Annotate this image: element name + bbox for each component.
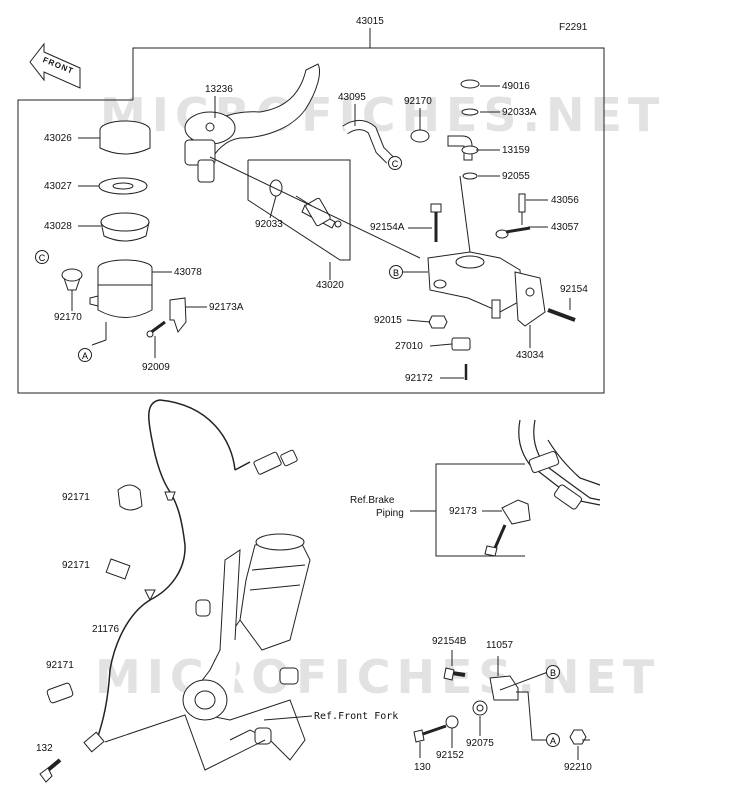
bleeder-cap — [496, 228, 530, 238]
part-92171-b: 92171 — [62, 560, 90, 571]
callout-b-lower: B — [546, 665, 560, 679]
reservoir-tank — [90, 260, 152, 318]
part-92154A: 92154A — [370, 222, 405, 233]
screw-92009 — [147, 322, 165, 337]
bleeder-valve — [519, 194, 525, 225]
bolt-92154 — [548, 310, 575, 320]
part-43078: 43078 — [174, 267, 202, 278]
part-92154: 92154 — [560, 284, 588, 295]
hose-clamp-left — [62, 269, 82, 290]
sensor-connector — [253, 450, 298, 475]
part-92170-upper: 92170 — [404, 96, 432, 107]
bolt-92154B — [444, 668, 465, 680]
part-43026: 43026 — [44, 133, 72, 144]
part-13159: 13159 — [502, 145, 530, 156]
sensor-clip-1 — [118, 485, 142, 510]
clamp-92173 — [502, 500, 530, 524]
callout-c-upper: C — [388, 156, 402, 170]
part-92173A: 92173A — [209, 302, 244, 313]
part-92015: 92015 — [374, 315, 402, 326]
callout-a-left: A — [78, 348, 92, 362]
master-cylinder-body — [428, 252, 522, 318]
part-43034: 43034 — [516, 350, 544, 361]
ref-brake-piping-line2: Piping — [376, 508, 404, 519]
sensor-head — [84, 732, 104, 751]
brake-pipes — [519, 420, 600, 510]
ref-front-fork: Ref.Front Fork — [314, 711, 399, 722]
clamp-holder — [515, 272, 545, 326]
part-92154B: 92154B — [432, 636, 467, 647]
reservoir-cap — [100, 121, 150, 154]
callout-c-left: C — [35, 250, 49, 264]
part-43095: 43095 — [338, 92, 366, 103]
part-92033A: 92033A — [502, 107, 537, 118]
part-21176: 21176 — [92, 624, 120, 635]
brake-lever — [185, 64, 319, 182]
piping-bracket — [436, 464, 525, 556]
nut-92210 — [570, 730, 586, 744]
part-11057: 11057 — [486, 640, 514, 651]
part-92055: 92055 — [502, 171, 530, 182]
front-fork — [183, 534, 310, 760]
sensor-cable — [95, 400, 250, 745]
callout-a-lower: A — [546, 733, 560, 747]
bolt-132 — [40, 760, 60, 782]
part-92171-c: 92171 — [46, 660, 74, 671]
hose-clamp-upper — [411, 130, 429, 142]
part-92172: 92172 — [405, 373, 433, 384]
part-49016: 49016 — [502, 81, 530, 92]
washer-92152 — [446, 716, 458, 728]
part-92171-a: 92171 — [62, 492, 90, 503]
part-132: 132 — [36, 743, 53, 754]
figure-code: F2291 — [559, 22, 588, 33]
collar-92075 — [473, 701, 487, 715]
part-43028: 43028 — [44, 221, 72, 232]
sensor-grommet — [106, 559, 130, 579]
reservoir-diaphragm-plate — [99, 178, 147, 194]
part-43056: 43056 — [551, 195, 579, 206]
bolt-92154A — [431, 204, 441, 242]
bolt-130 — [414, 726, 446, 742]
assembly-bracket — [18, 48, 604, 393]
reservoir-diaphragm — [101, 213, 149, 241]
part-43015: 43015 — [356, 16, 384, 27]
reservoir-hose — [345, 125, 390, 160]
part-92210: 92210 — [564, 762, 592, 773]
ref-brake-piping-line1: Ref.Brake — [350, 495, 395, 506]
part-130: 130 — [414, 762, 431, 773]
part-92152: 92152 — [436, 750, 464, 761]
part-92075: 92075 — [466, 738, 494, 749]
part-43027: 43027 — [44, 181, 72, 192]
part-13236: 13236 — [205, 84, 233, 95]
part-92033: 92033 — [255, 219, 283, 230]
screw-piping — [485, 525, 505, 556]
nut-92015 — [429, 316, 447, 328]
part-43020: 43020 — [316, 280, 344, 291]
sensor-clip-2 — [46, 682, 73, 703]
front-arrow-icon — [30, 44, 80, 88]
reservoir-bracket — [170, 298, 186, 332]
part-92009: 92009 — [142, 362, 170, 373]
part-92170-left: 92170 — [54, 312, 82, 323]
part-43057: 43057 — [551, 222, 579, 233]
callout-b-upper: B — [389, 265, 403, 279]
part-27010: 27010 — [395, 341, 423, 352]
fitting-elbow — [448, 136, 478, 160]
switch-27010 — [452, 338, 470, 350]
part-92173: 92173 — [449, 506, 477, 517]
